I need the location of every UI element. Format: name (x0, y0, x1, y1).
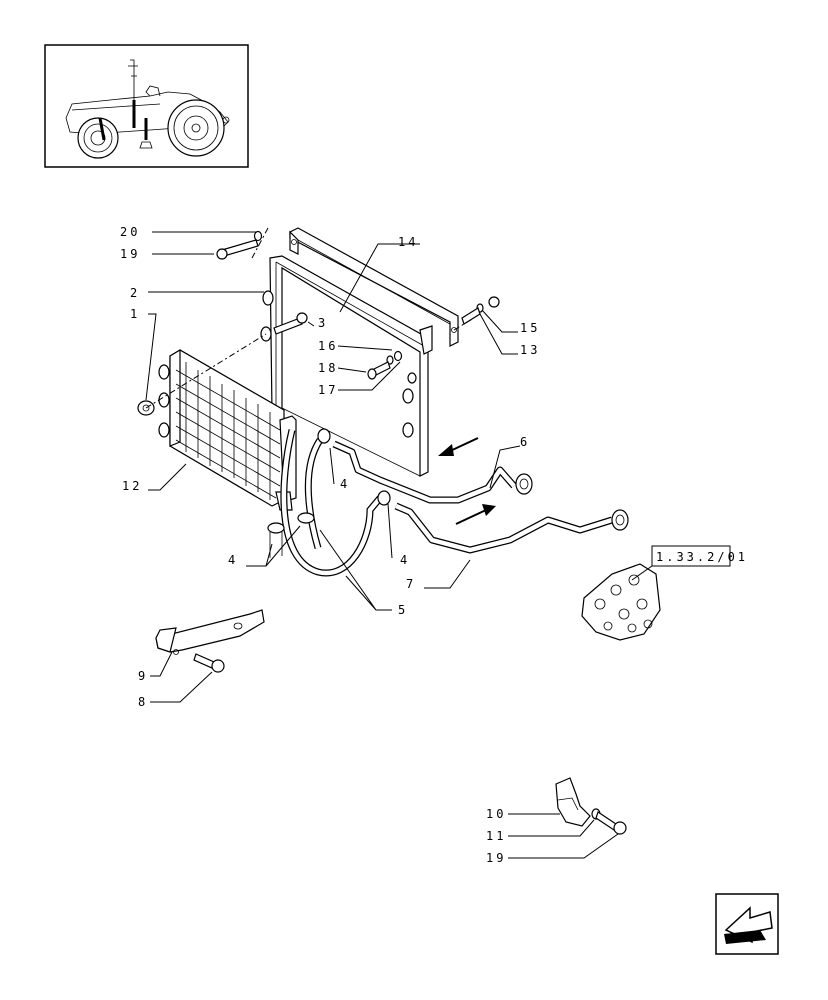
fastener-set-icon (367, 350, 403, 380)
radiator-frame (260, 255, 429, 477)
callout-18: 18 (318, 361, 338, 375)
callout-16: 16 (318, 339, 338, 353)
reference-box[interactable] (651, 545, 731, 567)
bolt-icon (193, 653, 225, 673)
hose-icon (280, 429, 383, 577)
callout-17: 17 (318, 383, 338, 397)
callout-13: 13 (520, 343, 540, 357)
callout-11: 11 (486, 829, 506, 843)
callout-4: 4 (340, 477, 350, 491)
callout-15: 15 (520, 321, 540, 335)
bolt-icon (216, 230, 263, 260)
bolt-icon (461, 296, 500, 325)
callout-5: 5 (398, 603, 408, 617)
flow-arrow-icon (438, 437, 479, 456)
hose-clamp-icon (317, 428, 331, 444)
callout-7: 7 (406, 577, 416, 591)
callout-labels: 20 19 14 2 1 3 16 18 17 15 13 6 12 4 4 4… (120, 225, 540, 865)
reference-label[interactable]: 1.33.2/01 (656, 550, 748, 564)
bolt-icon (273, 312, 308, 335)
next-page-arrow-icon[interactable] (715, 893, 779, 955)
callout-14: 14 (398, 235, 418, 249)
support-bar (289, 227, 459, 355)
callout-4: 4 (400, 553, 410, 567)
callout-4: 4 (228, 553, 238, 567)
mounting-bracket-icon (155, 609, 265, 655)
flow-arrow-icon (455, 504, 496, 525)
pipe-6 (332, 440, 533, 504)
callout-9: 9 (138, 669, 148, 683)
callout-3: 3 (318, 316, 328, 330)
callout-12: 12 (122, 479, 142, 493)
callout-19: 19 (486, 851, 506, 865)
pipe-clip-icon (555, 777, 627, 835)
leader-lines (145, 231, 619, 859)
hose-clamp-icon (377, 490, 391, 506)
callout-20: 20 (120, 225, 140, 239)
valve-block-icon (581, 563, 661, 641)
callout-10: 10 (486, 807, 506, 821)
callout-2: 2 (130, 286, 140, 300)
callout-8: 8 (138, 695, 148, 709)
tractor-thumbnail-icon[interactable] (44, 44, 249, 168)
hose-clamp-icon (267, 522, 285, 534)
hose-clamp-icon (297, 512, 315, 524)
pipe-7 (394, 502, 629, 554)
callout-6: 6 (520, 435, 530, 449)
callout-19: 19 (120, 247, 140, 261)
callout-1: 1 (130, 307, 140, 321)
